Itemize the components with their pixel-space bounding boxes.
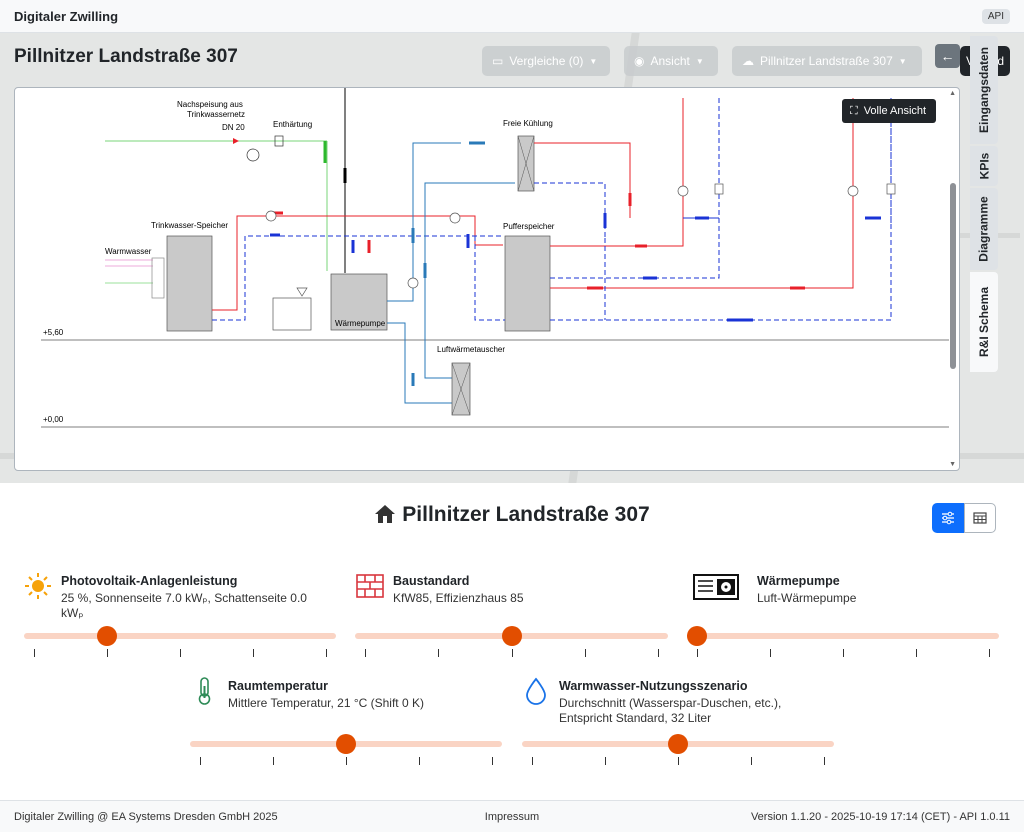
free-cooling-label: Freie Kühlung bbox=[503, 119, 553, 128]
dn-label: DN 20 bbox=[222, 123, 245, 132]
scenario-panel: Pillnitzer Landstraße 307 Photovoltaik-A… bbox=[0, 483, 1024, 800]
full-view-button[interactable]: ⛶ Volle Ansicht bbox=[842, 99, 936, 123]
tab-kpis[interactable]: KPIs bbox=[970, 146, 998, 186]
param-description: Luft-Wärmepumpe bbox=[757, 591, 857, 605]
tab-label: KPIs bbox=[977, 152, 991, 180]
room-temperature-slider[interactable] bbox=[190, 734, 502, 754]
settings-view-toggle[interactable] bbox=[932, 503, 964, 533]
house-icon bbox=[374, 504, 396, 530]
compare-label: Vergleiche (0) bbox=[509, 54, 584, 68]
heat-pump-icon bbox=[693, 574, 739, 600]
param-title: Baustandard bbox=[393, 574, 470, 588]
tab-label: R&I Schema bbox=[977, 286, 991, 358]
param-description: Durchschnitt (Wasserspar-Duschen, etc.),… bbox=[559, 696, 782, 725]
view-label: Ansicht bbox=[650, 54, 690, 68]
slider-ticks bbox=[532, 757, 825, 765]
expand-icon: ⛶ bbox=[850, 104, 858, 117]
param-title: Raumtemperatur bbox=[228, 679, 329, 693]
caret-down-icon: ▼ bbox=[589, 56, 598, 66]
compare-button[interactable]: ▭ Vergleiche (0) ▼ bbox=[482, 46, 610, 76]
version-info: Version 1.1.20 - 2025-10-19 17:14 (CET) … bbox=[750, 811, 1010, 823]
hot-water-label: Warmwasser bbox=[105, 247, 152, 256]
heat-pump-parameter: Wärmepumpe Luft-Wärmepumpe bbox=[693, 571, 993, 611]
top-bar: Digitaler Zwilling API bbox=[0, 0, 1024, 33]
sun-icon bbox=[25, 573, 51, 599]
scenario-title-text: Pillnitzer Landstraße 307 bbox=[402, 503, 650, 526]
table-view-toggle[interactable] bbox=[964, 503, 996, 533]
slider-thumb[interactable] bbox=[501, 626, 522, 646]
slider-thumb[interactable] bbox=[668, 734, 688, 754]
location-label: Pillnitzer Landstraße 307 bbox=[760, 54, 893, 68]
slider-ticks bbox=[34, 649, 327, 657]
page-title: Pillnitzer Landstraße 307 bbox=[14, 46, 238, 67]
slider-ticks bbox=[697, 649, 990, 657]
slider-ticks bbox=[365, 649, 659, 657]
scroll-up-icon[interactable]: ▲ bbox=[949, 90, 956, 97]
slider-ticks bbox=[200, 757, 493, 765]
tab-label: Eingangsdaten bbox=[977, 46, 992, 134]
ri-schema-panel[interactable]: +5,60 +0,00 Nachspeisung aus Trinkwasser… bbox=[14, 87, 960, 471]
air-exchanger-label: Luftwärmetauscher bbox=[437, 345, 505, 354]
hot-water-scenario-parameter: Warmwasser-Nutzungsszenario Durchschnitt… bbox=[521, 676, 841, 726]
building-standard-parameter: Baustandard KfW85, Effizienzhaus 85 bbox=[355, 571, 655, 611]
level-label: +0,00 bbox=[43, 415, 64, 424]
thermometer-icon bbox=[198, 677, 211, 705]
sliders-icon bbox=[942, 511, 954, 525]
footer-copyright: Digitaler Zwilling @ EA Systems Dresden … bbox=[14, 811, 278, 823]
building-standard-slider[interactable] bbox=[355, 626, 668, 646]
pv-parameter: Photovoltaik-Anlagenleistung 25 %, Sonne… bbox=[23, 571, 323, 620]
scroll-down-icon[interactable]: ▼ bbox=[949, 461, 956, 468]
table-icon bbox=[973, 512, 987, 524]
param-title: Warmwasser-Nutzungsszenario bbox=[559, 679, 748, 693]
caret-down-icon: ▼ bbox=[898, 56, 907, 66]
slider-thumb[interactable] bbox=[97, 626, 117, 646]
param-description: KfW85, Effizienzhaus 85 bbox=[393, 591, 524, 605]
tab-eingangsdaten[interactable]: Eingangsdaten bbox=[970, 36, 998, 144]
network-label: Trinkwassernetz bbox=[187, 110, 245, 119]
heat-pump-slider[interactable] bbox=[687, 626, 999, 646]
caret-down-icon: ▼ bbox=[695, 56, 704, 66]
room-temperature-parameter: Raumtemperatur Mittlere Temperatur, 21 °… bbox=[190, 676, 490, 716]
cloud-icon: ☁ bbox=[742, 54, 754, 68]
slider-track bbox=[687, 633, 999, 639]
eye-icon: ◉ bbox=[634, 54, 645, 68]
slider-thumb[interactable] bbox=[687, 626, 707, 646]
scrollbar-thumb[interactable] bbox=[950, 183, 956, 369]
water-drop-icon bbox=[526, 677, 546, 705]
param-description: Mittlere Temperatur, 21 °C (Shift 0 K) bbox=[228, 696, 424, 710]
tab-label: Diagramme bbox=[977, 196, 991, 262]
compare-icon: ▭ bbox=[492, 54, 504, 68]
softening-label: Enthärtung bbox=[273, 120, 312, 129]
hot-water-scenario-slider[interactable] bbox=[522, 734, 834, 754]
tab-ri-schema[interactable]: R&I Schema bbox=[970, 272, 998, 372]
param-title: Photovoltaik-Anlagenleistung bbox=[61, 574, 238, 588]
app-brand[interactable]: Digitaler Zwilling bbox=[14, 8, 119, 24]
refill-label: Nachspeisung aus bbox=[177, 100, 243, 109]
arrow-left-icon[interactable]: ← bbox=[935, 44, 960, 68]
imprint-link[interactable]: Impressum bbox=[484, 811, 540, 823]
view-button[interactable]: ◉ Ansicht ▼ bbox=[624, 46, 718, 76]
param-title: Wärmepumpe bbox=[757, 574, 840, 588]
api-badge[interactable]: API bbox=[981, 9, 1010, 24]
slider-thumb[interactable] bbox=[336, 734, 356, 754]
tab-diagramme[interactable]: Diagramme bbox=[970, 188, 998, 270]
ri-schema-diagram: +5,60 +0,00 Nachspeisung aus Trinkwasser… bbox=[41, 88, 949, 428]
dhw-storage-label: Trinkwasser-Speicher bbox=[151, 221, 228, 230]
location-button[interactable]: ☁ Pillnitzer Landstraße 307 ▼ bbox=[732, 46, 922, 76]
scenario-title: Pillnitzer Landstraße 307 bbox=[0, 503, 1024, 530]
slider-track bbox=[24, 633, 336, 639]
heat-pump-label: Wärmepumpe bbox=[335, 319, 386, 328]
pv-slider[interactable] bbox=[24, 626, 336, 646]
param-description: 25 %, Sonnenseite 7.0 kWₚ, Schattenseite… bbox=[61, 591, 307, 620]
full-view-label: Volle Ansicht bbox=[863, 105, 927, 117]
brick-wall-icon bbox=[356, 574, 384, 598]
level-label: +5,60 bbox=[43, 328, 64, 337]
side-tabs: Eingangsdaten KPIs Diagramme R&I Schema bbox=[970, 36, 998, 376]
footer: Digitaler Zwilling @ EA Systems Dresden … bbox=[0, 800, 1024, 832]
buffer-storage-label: Pufferspeicher bbox=[503, 222, 555, 231]
